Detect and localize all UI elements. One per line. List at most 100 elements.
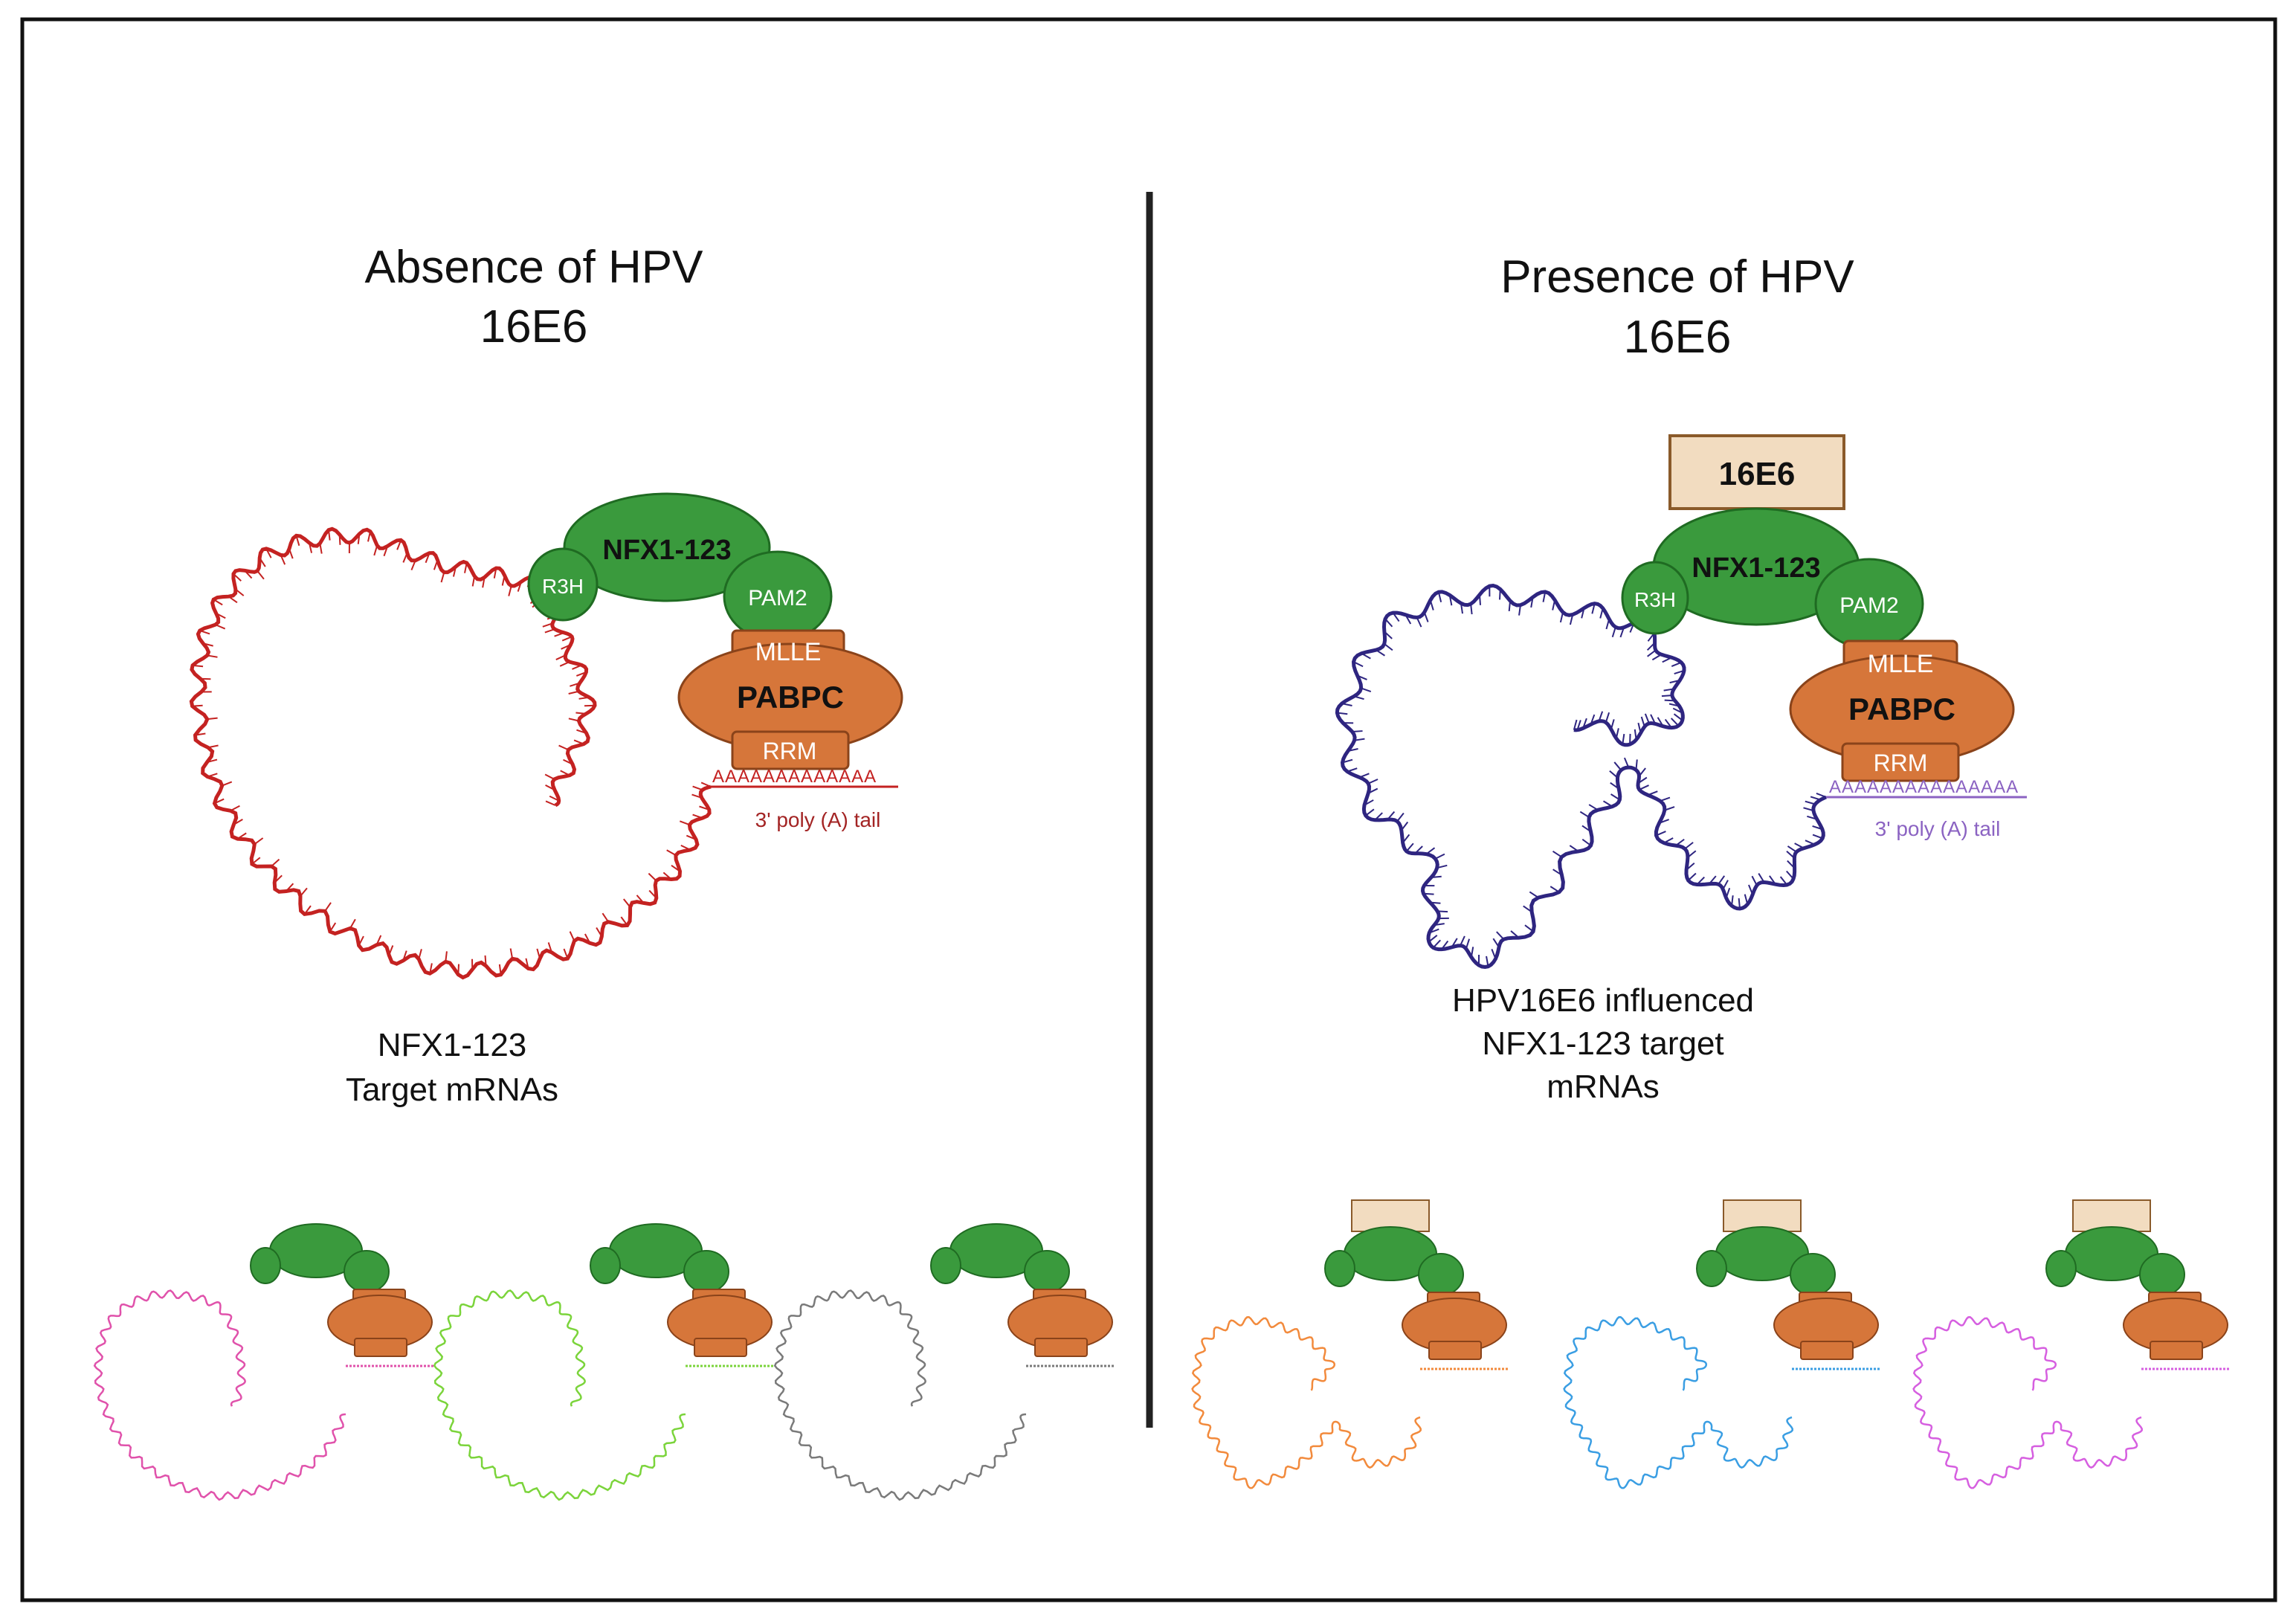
rna-base-tick [536,948,541,959]
mini-complex-1 [93,1223,435,1501]
mlle-label-right: MLLE [1868,650,1934,678]
rna-base-tick [544,773,555,780]
rna-base-tick [508,585,512,596]
rna-base-tick [636,895,645,904]
mini-complexes [93,1199,2231,1501]
rna-base-tick [1470,604,1473,615]
rna-base-tick [1803,807,1814,812]
rrm-label: RRM [763,738,817,764]
rna-base-tick [1486,956,1489,967]
rna-base-tick [1615,728,1619,739]
rna-base-tick [1805,800,1816,805]
rna-base-tick [1434,923,1445,927]
rna-base-tick [1374,812,1383,821]
e6-box [1668,434,1845,510]
rna-base-tick [1491,948,1497,959]
rna-base-tick [555,654,566,660]
rna-base-tick [1671,661,1682,667]
pabpc-label-right: PABPC [1848,692,1955,726]
rna-base-tick [648,872,657,882]
rna-base-tick [1470,947,1474,958]
rna-base-tick [303,905,312,915]
right-title-line1: Presence of HPV [1500,251,1854,303]
rna-base-tick [1637,722,1642,733]
rna-base-tick [1361,652,1371,660]
rna-base-tick [1396,812,1405,822]
right-caption-line1: HPV16E6 influenced [1452,982,1754,1019]
rna-base-tick [1559,612,1564,623]
mini-rrm-domain [1428,1341,1482,1360]
rna-base-tick [1779,876,1788,886]
rna-base-tick [525,958,529,969]
rna-base-tick [1364,799,1374,806]
rna-base-tick [200,677,211,680]
rna-base-tick [1569,845,1579,852]
rna-base-tick [1451,938,1458,948]
rna-base-tick [1460,935,1465,947]
mini-r3h-domain [1324,1250,1355,1287]
rna-base-tick [286,883,294,892]
mini-r3h-domain [250,1247,281,1284]
rna-base-tick [1582,718,1587,729]
rna-base-tick [1810,796,1821,801]
rna-base-tick [207,654,218,658]
rna-base-tick [1367,787,1378,794]
rna-base-tick [1686,862,1695,871]
right-title: Presence of HPV 16E6 [1500,251,1854,363]
rna-base-tick [493,567,497,579]
right-polya-label: 3' poly (A) tail [1875,817,2001,840]
rna-base-tick [1347,748,1358,752]
rna-base-tick [1599,608,1604,619]
rna-base-tick [1441,940,1449,950]
rna-base-tick [1581,838,1592,846]
right-caption-line2: NFX1-123 target [1482,1025,1723,1062]
rna-base-tick [202,642,213,647]
rna-base-tick [1530,596,1534,608]
mini-complex-4 [1191,1199,1509,1489]
rna-base-tick [388,945,394,956]
rna-base-tick [1786,870,1794,880]
rna-base-tick [692,813,703,819]
rna-base-tick [1664,699,1675,702]
rna-base-tick [1605,712,1610,723]
figure-border [20,17,2277,1602]
rna-base-tick [1646,642,1656,651]
left-complex: NFX1-123 R3H PAM2 PABPC MLLE RRM AAAAAAA… [189,492,903,980]
rna-base-tick [545,800,556,806]
mini-rrm-domain [2150,1341,2203,1360]
rna-base-tick [1465,938,1471,950]
pam2-label: PAM2 [748,586,807,610]
rna-base-tick [429,963,433,974]
rna-base-tick [1659,819,1669,824]
rna-base-tick [1611,627,1616,638]
rna-base-tick [230,805,240,812]
rna-base-tick [1744,894,1749,905]
rna-base-tick [501,575,506,586]
r3h-label-right: R3H [1634,588,1676,611]
rna-base-tick [216,613,226,619]
rna-base-tick [254,837,264,845]
rna-base-tick [1675,838,1685,846]
rna-base-tick [259,557,266,567]
rna-base-tick [280,554,286,565]
rna-base-tick [1429,599,1434,610]
rrm-domain-right [1841,742,1960,782]
rna-base-tick [1523,905,1532,913]
rna-base-tick [1674,669,1685,674]
rna-base-tick [1347,767,1358,773]
rna-base-tick [1552,599,1556,610]
rna-base-tick [1637,776,1648,784]
rna-base-tick [199,630,210,635]
rna-base-tick [1401,821,1409,831]
rna-base-tick [1647,649,1657,657]
mini-mrna-loop [1191,1316,1422,1489]
rna-base-tick [559,661,570,667]
rna-base-tick [1384,618,1393,628]
rna-base-tick [596,927,603,938]
rna-base-tick [440,572,445,583]
rna-base-tick [1805,840,1816,845]
rna-base-tick [1718,875,1726,885]
rna-base-tick [1432,939,1441,949]
rna-base-tick [1354,738,1365,741]
